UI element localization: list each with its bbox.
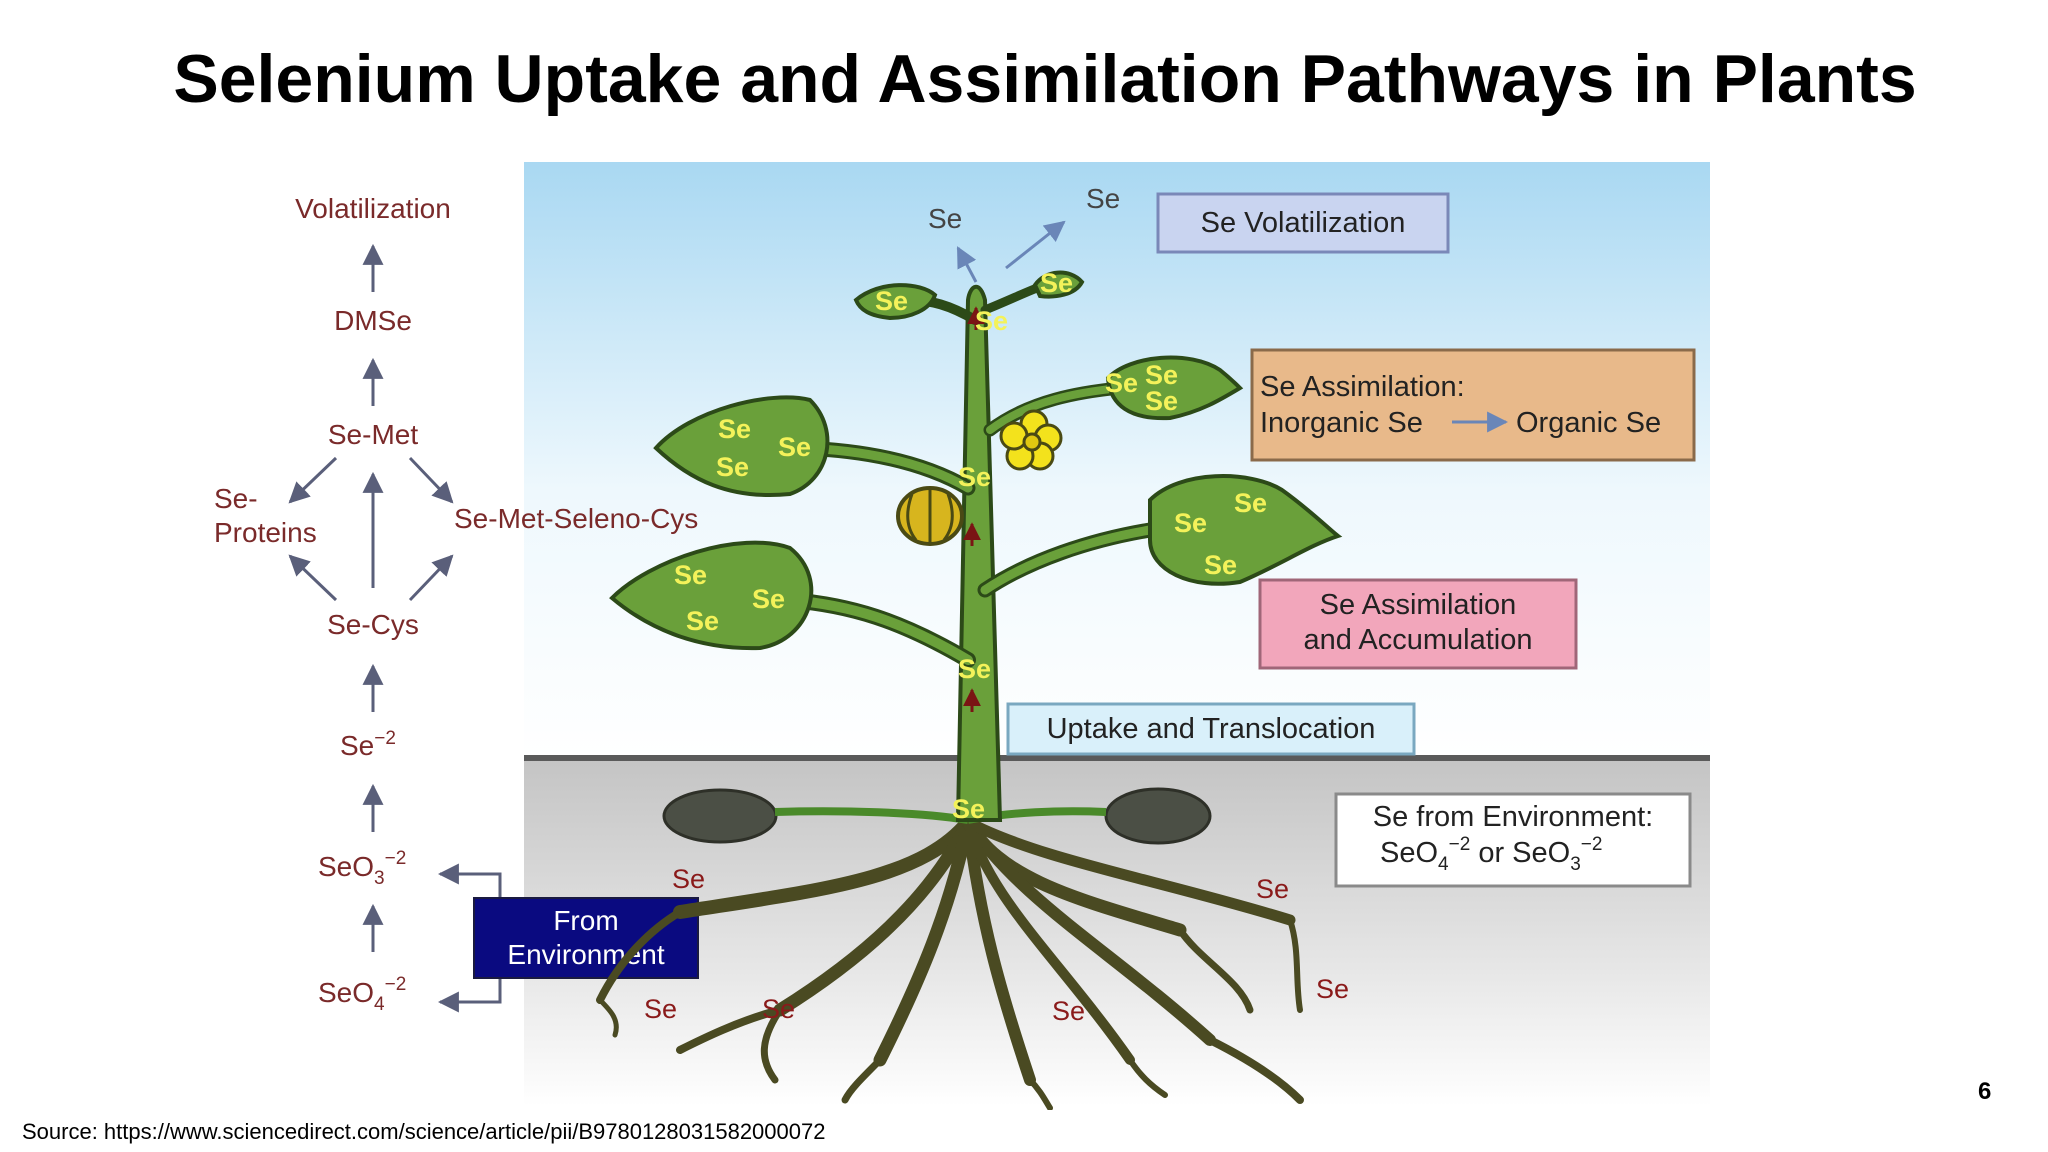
pathway-selenite-sub: 3 (374, 868, 385, 889)
box-se-from-environment-line1: Se from Environment: (1373, 801, 1653, 833)
arrow-semet-to-proteins (288, 456, 338, 504)
pathway-se-met-seleno-cys: Se-Met-Seleno-Cys (454, 503, 698, 534)
env-selenite-sub: 3 (1570, 854, 1581, 875)
env-selenite: or SeO (1470, 837, 1570, 869)
arrow-secys-to-selenocys (408, 554, 454, 602)
se-leaf-upper-left-1: Se (718, 414, 751, 444)
plant-illustration (596, 220, 1343, 1110)
pathway-volatilization: Volatilization (295, 193, 451, 224)
se-soil-5: Se (762, 994, 795, 1024)
leaf-right-upper (1105, 355, 1244, 421)
se-leaf-lower-left-3: Se (686, 606, 719, 636)
se-stem-lower: Se (958, 654, 991, 684)
leaf-upper-left (653, 395, 830, 497)
pathway-selenate-sub: 4 (374, 994, 385, 1015)
env-selenate-sub: 4 (1438, 854, 1449, 875)
env-selenite-charge: −2 (1581, 834, 1603, 855)
se-stem-top: Se (975, 306, 1008, 336)
se-soil-2: Se (1256, 874, 1289, 904)
env-selenate: SeO (1380, 837, 1438, 869)
plant-stem (955, 284, 1003, 822)
se-stem-middle: Se (958, 462, 991, 492)
svg-text:SeO3−2: SeO3−2 (318, 848, 406, 889)
seed-cotyledon-right (1104, 787, 1212, 845)
se-leaf-upper-left-2: Se (778, 432, 811, 462)
box-se-accumulation-line1: Se Assimilation (1320, 589, 1517, 621)
pathway-selenite-charge: −2 (385, 848, 407, 869)
pathway-selenate-charge: −2 (385, 974, 407, 995)
volatilization-arrow-right (1005, 220, 1066, 270)
se-leaf-top-left: Se (875, 286, 908, 316)
source-citation: Source: https://www.sciencedirect.com/sc… (22, 1119, 826, 1144)
se-leaf-right-lower-1: Se (1234, 488, 1267, 518)
pathway-dmse: DMSe (334, 305, 412, 336)
box-se-volatilization: Se Volatilization (1156, 192, 1450, 254)
env-selenate-charge: −2 (1449, 834, 1471, 855)
se-air-right: Se (1086, 183, 1120, 214)
box-se-volatilization-label: Se Volatilization (1201, 207, 1406, 239)
box-se-from-environment: Se from Environment: SeO4−2 or SeO3−2 (1334, 792, 1692, 888)
fruit (896, 486, 964, 546)
se-soil-1: Se (672, 864, 705, 894)
pathway-se-proteins-line2: Proteins (214, 517, 317, 548)
box-se-assimilation-organic: Organic Se (1516, 407, 1661, 439)
se-leaf-lower-left-1: Se (674, 560, 707, 590)
se-leaf-top-right: Se (1040, 268, 1073, 298)
se-stem-base: Se (952, 794, 985, 824)
arrow-secys-to-proteins (288, 554, 338, 602)
pathway-selenite: SeO (318, 851, 374, 882)
leaf-right-lower (1148, 474, 1343, 586)
box-se-assimilation: Se Assimilation: Inorganic Se Organic Se (1250, 348, 1696, 462)
se-leaf-lower-left-2: Se (752, 584, 785, 614)
box-uptake-translocation: Uptake and Translocation (1006, 702, 1416, 756)
arrow-semet-to-selenocys (408, 456, 454, 504)
plant-roots (596, 815, 1304, 1110)
se-leaf-right-lower-3: Se (1204, 550, 1237, 580)
pathway-selenide-charge: −2 (374, 728, 396, 749)
from-environment-box (473, 897, 699, 979)
box-se-assimilation-inorganic: Inorganic Se (1260, 407, 1423, 439)
leaf-top-right (1032, 270, 1085, 299)
leaf-lower-left (609, 540, 814, 651)
pathway-se-cys: Se-Cys (327, 609, 419, 640)
selenium-pathway-figure: Volatilization DMSe Se-Met Se- Proteins … (214, 162, 1710, 1110)
se-air-left: Se (928, 203, 962, 234)
page-number: 6 (1978, 1078, 1992, 1105)
box-se-assimilation-line1: Se Assimilation: (1260, 371, 1465, 403)
volatilization-arrow-left (956, 246, 978, 283)
pathway-se-met: Se-Met (328, 419, 418, 450)
svg-text:SeO4−2 or SeO3−2: SeO4−2 or SeO3−2 (1380, 834, 1602, 875)
pathway-selenate: SeO (318, 977, 374, 1008)
box-uptake-translocation-label: Uptake and Translocation (1047, 713, 1376, 745)
assimilation-pathway: Volatilization DMSe Se-Met Se- Proteins … (214, 193, 699, 1015)
box-se-accumulation-line2: and Accumulation (1304, 624, 1533, 656)
flower (999, 409, 1063, 471)
pathway-se-proteins-line1: Se- (214, 483, 258, 514)
se-leaf-right-upper-1: Se (1105, 368, 1138, 398)
se-leaf-right-upper-3: Se (1145, 386, 1178, 416)
se-soil-4: Se (644, 994, 677, 1024)
se-leaf-right-lower-2: Se (1174, 508, 1207, 538)
box-se-accumulation: Se Assimilation and Accumulation (1258, 578, 1578, 670)
se-soil-3: Se (1316, 974, 1349, 1004)
svg-text:SeO4−2: SeO4−2 (318, 974, 406, 1015)
seed-cotyledon-left (662, 788, 778, 844)
svg-text:Se−2: Se−2 (340, 728, 396, 761)
se-leaf-upper-left-3: Se (716, 452, 749, 482)
pathway-selenide: Se (340, 730, 374, 761)
leaf-top-left (853, 283, 938, 321)
from-environment-line1: From (553, 905, 618, 936)
se-leaf-right-upper-2: Se (1145, 360, 1178, 390)
slide-title: Selenium Uptake and Assimilation Pathway… (173, 41, 1917, 117)
se-soil-6: Se (1052, 996, 1085, 1026)
